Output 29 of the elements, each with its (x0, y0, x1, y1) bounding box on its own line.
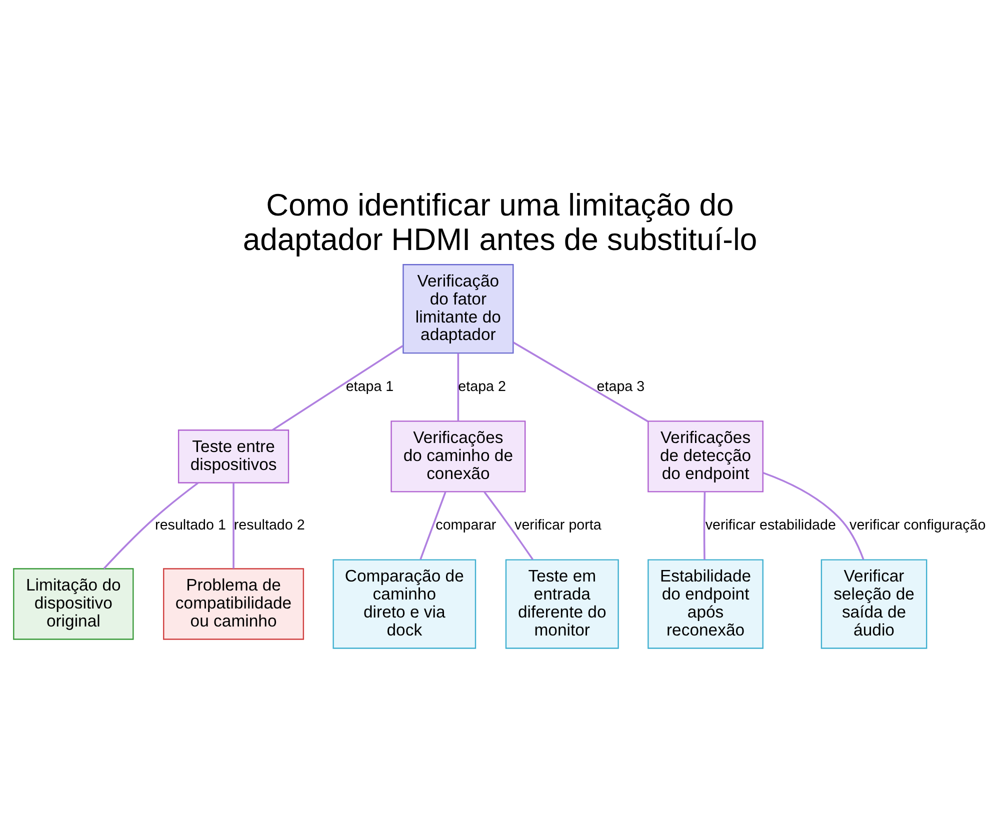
edge-label: comparar (436, 517, 496, 534)
edge-label: etapa 1 (346, 378, 394, 395)
node-box: Limitação do dispositivo original (13, 568, 134, 640)
connector (457, 353, 460, 421)
edge-label: verificar estabilidade (705, 517, 836, 534)
node-box: Verificação do fator limitante do adaptador (402, 264, 514, 354)
connector (703, 492, 706, 560)
edge-label: etapa 3 (596, 378, 645, 395)
connector (232, 482, 234, 569)
edge-label: verificar porta (514, 517, 602, 534)
diagram-title: Como identificar uma limitação do adaptador HDMI antes de substituí-lo (242, 187, 758, 258)
node-box: Teste entre dispositivos (178, 430, 290, 484)
connector (762, 472, 864, 560)
node-box: Comparação de caminho direto e via dock (332, 559, 476, 649)
edge-label: resultado 1 (155, 517, 226, 534)
edge-label: etapa 2 (458, 378, 506, 395)
connector (103, 482, 199, 570)
edge-label: verificar configuração (850, 517, 986, 534)
node-box: Verificar seleção de saída de áudio (820, 559, 928, 649)
node-box: Problema de compatibilidade ou caminho (163, 568, 304, 640)
node-box: Estabilidade do endpoint após reconexão (648, 559, 764, 649)
node-box: Verificações do caminho de conexão (390, 420, 526, 492)
node-box: Teste em entrada diferente do monitor (505, 559, 619, 649)
edge-label: resultado 2 (234, 517, 305, 534)
connector (420, 492, 446, 560)
connector (272, 345, 404, 431)
connector (484, 491, 534, 560)
node-box: Verificações de detecção do endpoint (648, 420, 764, 492)
connector (512, 342, 648, 422)
